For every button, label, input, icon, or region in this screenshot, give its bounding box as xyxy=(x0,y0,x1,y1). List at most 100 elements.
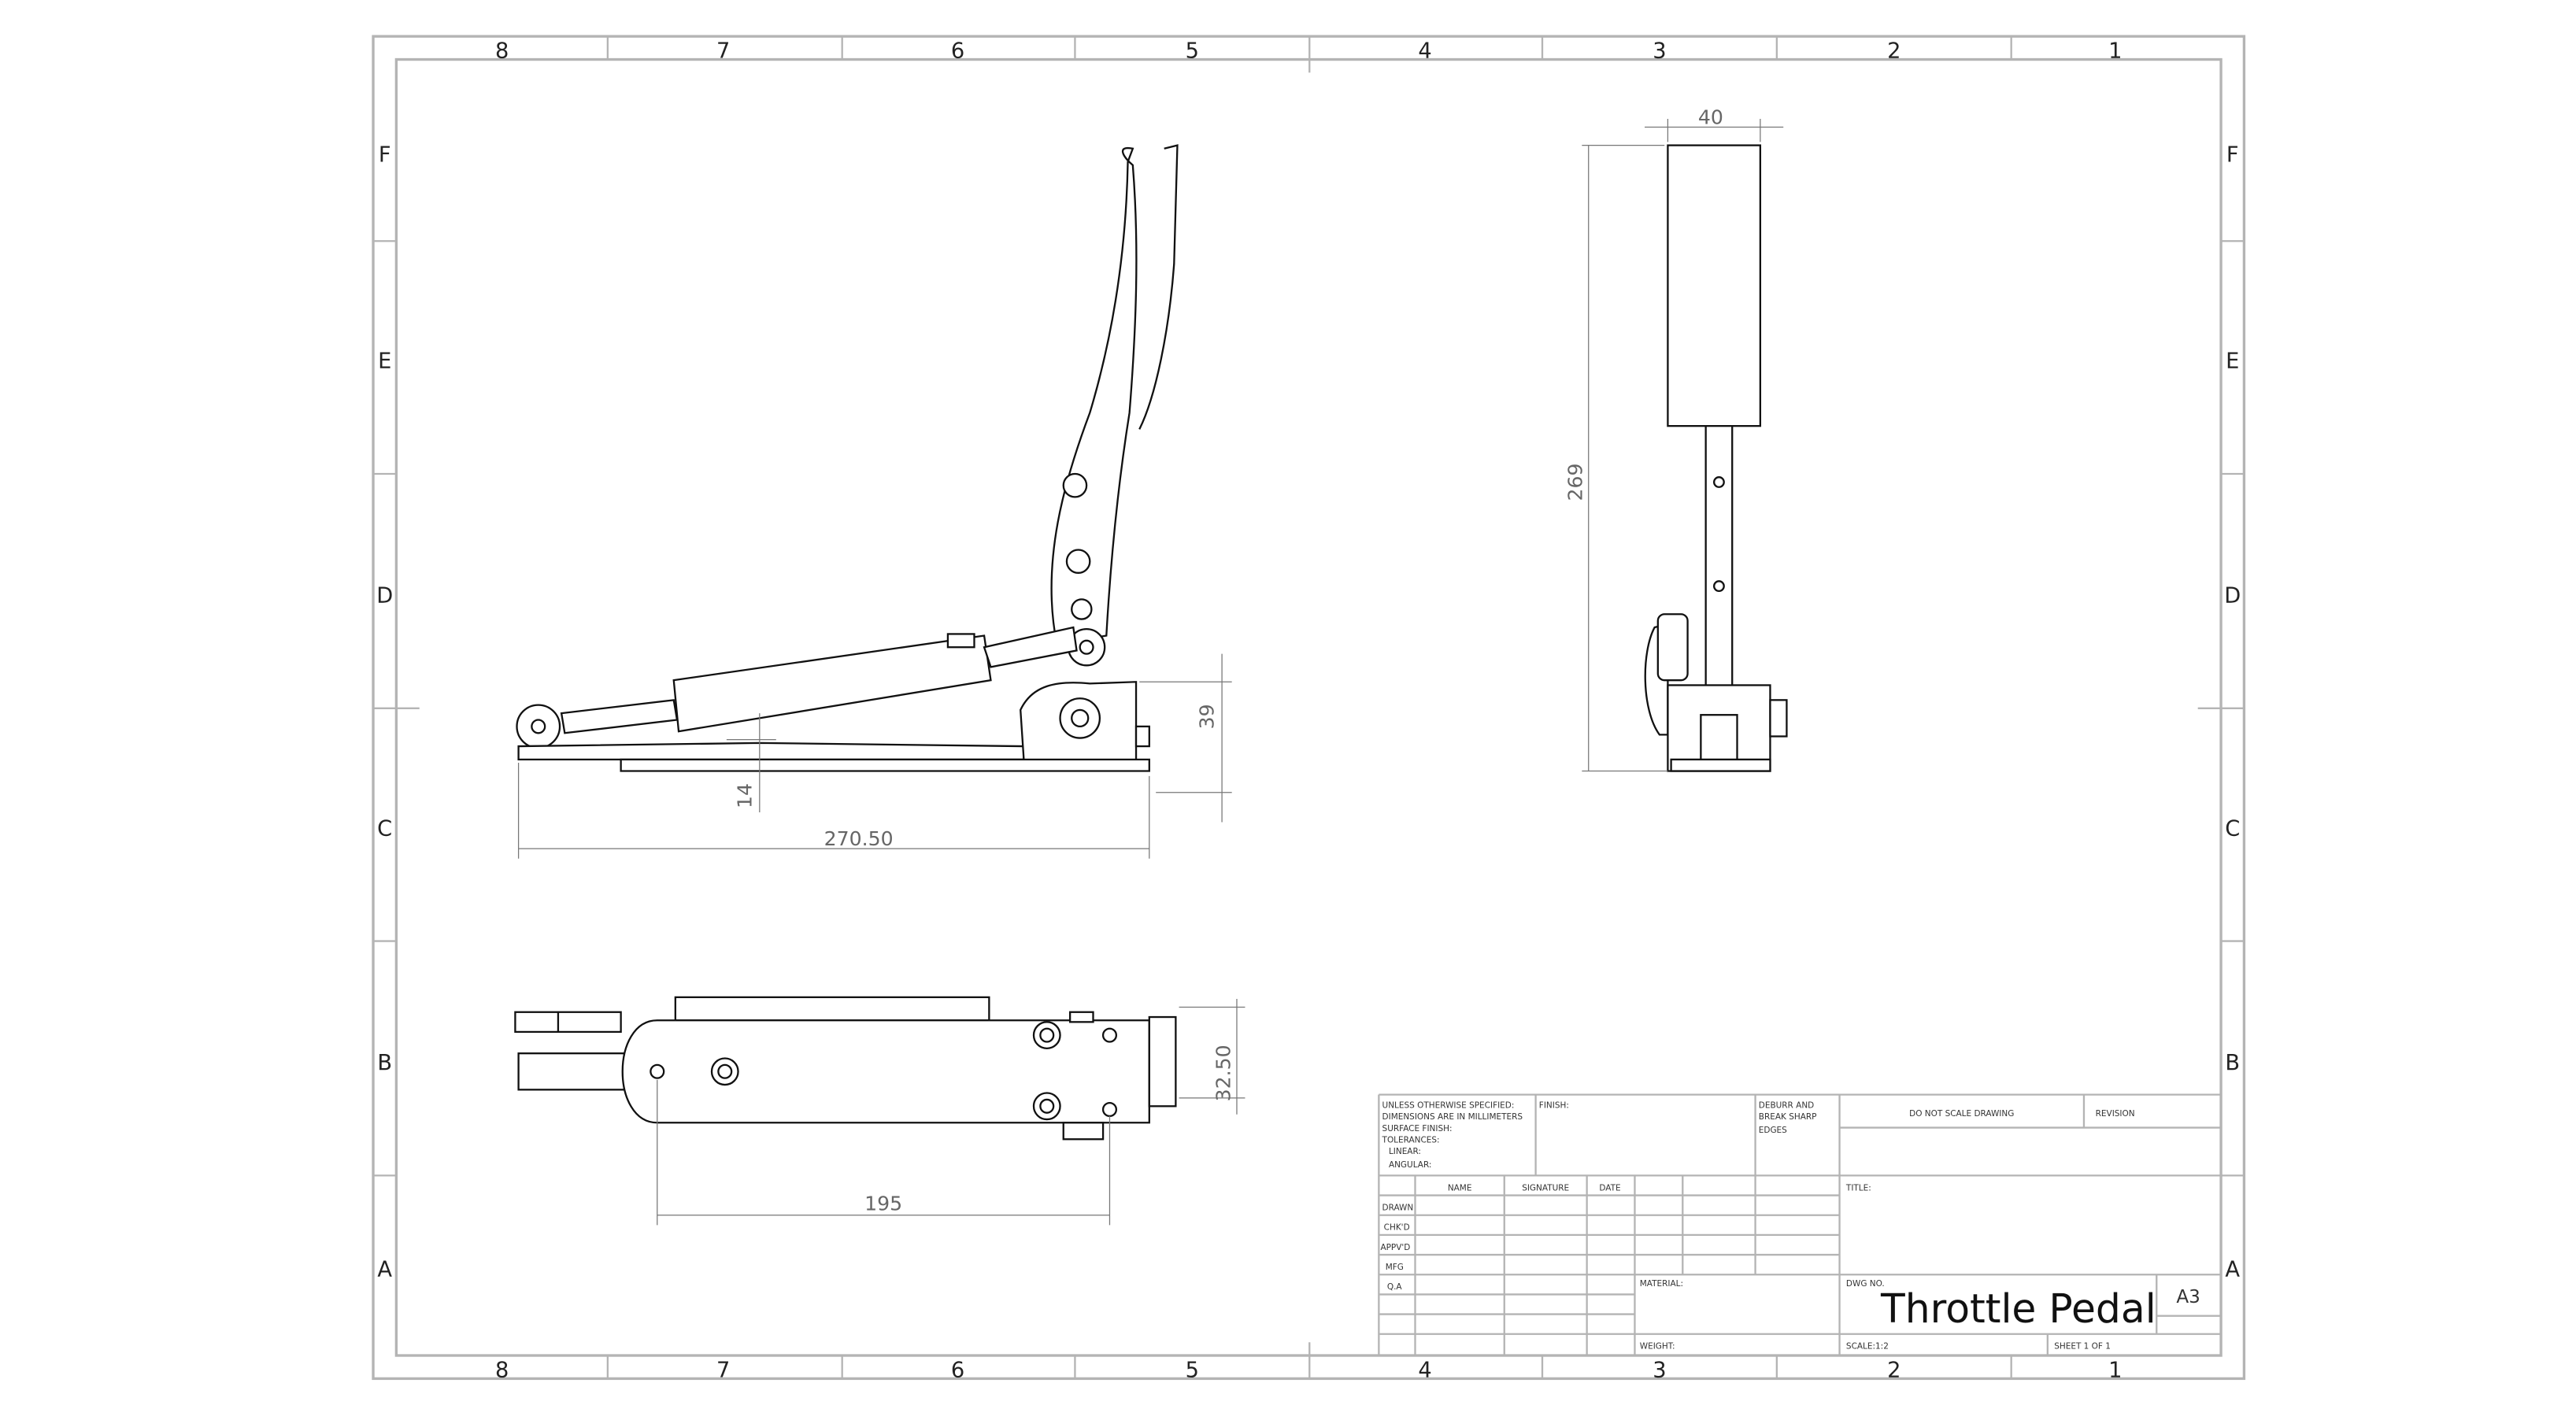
zone-labels: 8 7 6 5 4 3 2 1 8 7 6 5 4 3 2 1 F E D C … xyxy=(376,39,2241,1382)
dimension-269: 269 xyxy=(1564,144,1668,772)
front-view xyxy=(1644,144,1788,772)
hole xyxy=(1071,598,1093,620)
dimension-text: 269 xyxy=(1564,463,1586,501)
rod-eye-hole xyxy=(531,719,546,734)
tolerance-text: DIMENSIONS ARE IN MILLIMETERS xyxy=(1382,1112,1523,1122)
damper-mount-front xyxy=(1656,613,1689,682)
top-view xyxy=(514,996,1177,1141)
damper-rod xyxy=(560,699,679,734)
zone-row-label: B xyxy=(2225,1051,2240,1075)
base-rail xyxy=(517,741,1025,760)
bracket-inner xyxy=(1700,714,1738,763)
pedal-face xyxy=(1138,144,1179,430)
zone-row-label: E xyxy=(378,349,391,374)
bracket-top xyxy=(1148,1015,1177,1108)
revision-label: REVISION xyxy=(2096,1109,2135,1119)
hole xyxy=(1712,476,1725,488)
base-front xyxy=(1670,758,1771,772)
drawing-number: Throttle Pedal xyxy=(1880,1285,2156,1332)
tolerance-text: UNLESS OTHERWISE SPECIFIED: xyxy=(1382,1100,1515,1110)
zone-col-label: 8 xyxy=(495,39,509,63)
hole xyxy=(1101,1101,1118,1118)
date-header: DATE xyxy=(1599,1183,1620,1193)
zone-col-label: 6 xyxy=(951,1358,964,1382)
hole xyxy=(650,1063,665,1079)
sheet-label: SHEET 1 OF 1 xyxy=(2054,1342,2111,1352)
base-top xyxy=(621,1019,1150,1124)
dimension-text: 39 xyxy=(1196,704,1219,729)
bolt-center xyxy=(717,1063,733,1079)
dimension-195: 195 xyxy=(657,1079,1111,1226)
tab-bottom xyxy=(1062,1122,1105,1141)
dimension-32-50: 32.50 xyxy=(1179,998,1245,1115)
zone-col-label: 7 xyxy=(716,1358,730,1382)
dimension-40: 40 xyxy=(1645,105,1784,142)
base-plate xyxy=(620,758,1150,772)
zone-dividers xyxy=(373,36,2245,1379)
zone-row-label: F xyxy=(2226,143,2239,168)
mfg-label: MFG xyxy=(1386,1263,1404,1272)
dimension-text: 270.50 xyxy=(824,827,894,850)
zone-col-label: 5 xyxy=(1186,1358,1199,1382)
zone-col-label: 7 xyxy=(716,39,730,63)
zone-col-label: 1 xyxy=(2108,39,2122,63)
zone-row-label: D xyxy=(376,584,393,608)
deburr-text: DEBURR AND xyxy=(1759,1100,1814,1110)
dimension-14: 14 xyxy=(726,713,776,812)
drawn-label: DRAWN xyxy=(1382,1203,1414,1212)
tolerance-text: ANGULAR: xyxy=(1389,1160,1431,1170)
rod-eye-top xyxy=(517,1052,625,1091)
dimension-text: 32.50 xyxy=(1212,1045,1235,1101)
signature-header: SIGNATURE xyxy=(1522,1183,1569,1193)
zone-row-label: A xyxy=(2225,1257,2240,1281)
tolerance-text: SURFACE FINISH: xyxy=(1382,1124,1453,1133)
bolt-head xyxy=(1769,699,1788,738)
dimension-270-50: 270.50 xyxy=(517,763,1150,859)
finish-label: FINISH: xyxy=(1539,1100,1569,1110)
zone-row-label: B xyxy=(377,1051,392,1075)
dimension-text: 14 xyxy=(733,783,756,808)
zone-col-label: 3 xyxy=(1653,1358,1666,1382)
zone-row-label: A xyxy=(377,1257,392,1281)
zone-col-label: 5 xyxy=(1186,39,1199,63)
dimension-text: 40 xyxy=(1698,105,1723,128)
side-view xyxy=(516,144,1179,772)
dimension-text: 195 xyxy=(864,1192,902,1215)
weight-label: WEIGHT: xyxy=(1640,1342,1675,1352)
damper-rod-end xyxy=(983,626,1078,668)
do-not-scale-label: DO NOT SCALE DRAWING xyxy=(1909,1109,2014,1119)
approved-label: APPV'D xyxy=(1380,1243,1410,1252)
damper-top xyxy=(674,996,990,1022)
bolt-center xyxy=(1039,1098,1055,1114)
hole xyxy=(1065,549,1091,574)
zone-col-label: 2 xyxy=(1887,1358,1901,1382)
checked-label: CHK'D xyxy=(1384,1223,1410,1233)
zone-row-label: F xyxy=(379,143,391,168)
tab-top xyxy=(1068,1011,1094,1023)
damper-clevis xyxy=(946,633,975,649)
damper-cylinder xyxy=(672,634,992,733)
hole xyxy=(1712,580,1725,593)
deburr-text: EDGES xyxy=(1759,1126,1787,1135)
bearing-center xyxy=(1071,708,1090,728)
name-header: NAME xyxy=(1448,1183,1472,1193)
qa-label: Q.A xyxy=(1387,1282,1403,1292)
zone-col-label: 3 xyxy=(1653,39,1666,63)
scale-label: SCALE:1:2 xyxy=(1846,1342,1889,1352)
dwg-no-label: DWG NO. xyxy=(1846,1279,1885,1289)
bolt-center xyxy=(1039,1027,1055,1043)
bracket-tab xyxy=(1134,725,1150,748)
tolerance-text: LINEAR: xyxy=(1389,1147,1421,1156)
zone-row-label: D xyxy=(2224,584,2241,608)
deburr-text: BREAK SHARP xyxy=(1759,1112,1817,1122)
title-label: TITLE: xyxy=(1845,1183,1871,1193)
hole xyxy=(1062,472,1088,498)
dimension-39: 39 xyxy=(1139,653,1232,823)
zone-row-label: C xyxy=(377,816,392,841)
zone-row-label: E xyxy=(2226,349,2239,374)
zone-row-label: C xyxy=(2225,816,2240,841)
rod-top xyxy=(514,1011,622,1034)
sheet-size: A3 xyxy=(2176,1287,2200,1307)
pedal-arm xyxy=(1050,146,1138,645)
